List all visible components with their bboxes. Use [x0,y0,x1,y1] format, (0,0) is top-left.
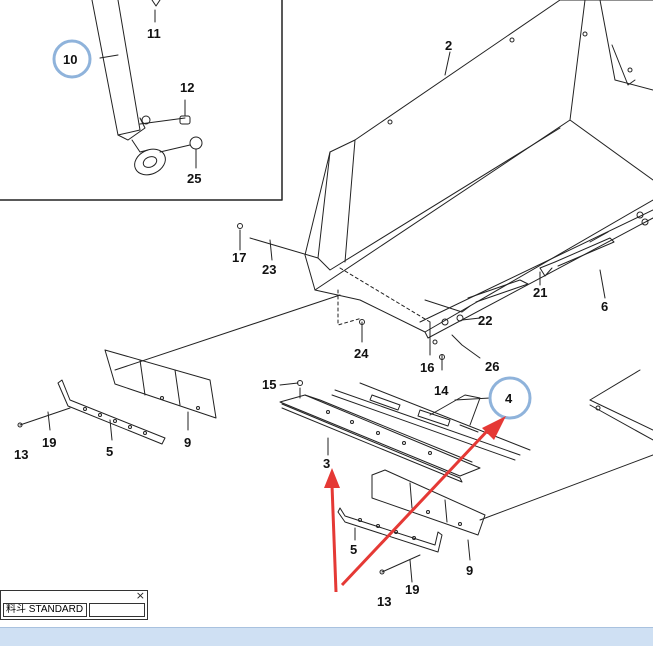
status-bar [0,627,653,646]
callout-12: 12 [180,80,194,95]
callout-9-right: 9 [466,563,473,578]
callout-5-left: 5 [106,444,113,459]
wear-strip-right [337,507,443,553]
hopper-body [304,0,653,339]
hydraulic-cylinder [91,0,191,176]
callout-5-right: 5 [350,542,357,557]
callout-9-left: 9 [184,435,191,450]
callout-numbers: 2 10 11 12 25 17 23 21 6 22 24 16 26 14 … [14,26,608,609]
title-box-label: 料斗 STANDARD [3,603,87,617]
callout-17: 17 [232,250,246,265]
callout-21: 21 [533,285,547,300]
ring-25 [189,136,203,169]
callout-11: 11 [147,26,161,41]
callout-22: 22 [478,313,492,328]
callout-19-left: 19 [42,435,56,450]
callout-26: 26 [485,359,499,374]
close-icon[interactable]: × [135,589,145,602]
bolt-12 [179,99,191,125]
wear-strip-left [57,379,166,445]
highlight-circle-10 [52,39,92,79]
parts-diagram: 2 10 11 12 25 17 23 21 6 22 24 16 26 14 … [0,0,653,609]
callout-25: 25 [187,171,201,186]
callout-13-left: 13 [14,447,28,462]
callout-4: 4 [505,391,513,406]
title-box: × 料斗 STANDARD [0,589,148,620]
red-arrows [324,416,506,593]
edge-guard-right [371,469,486,536]
callout-6: 6 [601,299,608,314]
title-box-field [89,603,145,617]
callout-14: 14 [434,383,449,398]
callout-15: 15 [262,377,276,392]
callout-3: 3 [323,456,330,471]
callout-23: 23 [262,262,276,277]
callout-2: 2 [445,38,452,53]
inset-frame [0,0,283,201]
callout-13-right: 13 [377,594,391,609]
center-bar-assembly [279,380,531,483]
callout-24: 24 [354,346,369,361]
callout-16: 16 [420,360,434,375]
callout-19-right: 19 [405,582,419,597]
highlight-circle-4 [488,376,532,420]
edge-guard-left [104,349,217,419]
callout-10: 10 [63,52,77,67]
